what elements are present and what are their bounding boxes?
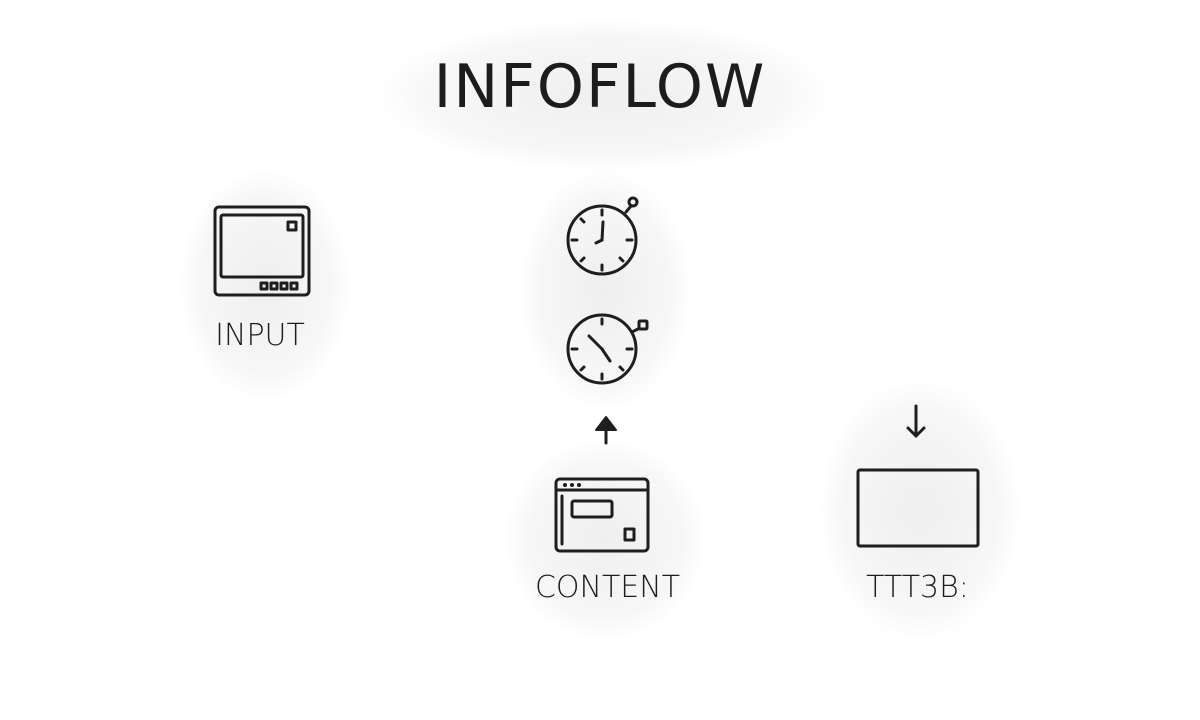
browser-window-icon: [553, 476, 651, 554]
content-halo: [505, 440, 705, 640]
output-halo: [820, 380, 1020, 640]
stopwatch-icon: [560, 305, 660, 395]
output-label: TTT3B:: [866, 570, 969, 605]
input-label: INPUT: [215, 318, 305, 353]
down-arrow-icon: [902, 402, 930, 440]
content-label: CONTENT: [534, 570, 681, 605]
stopwatch-icon: [560, 190, 650, 280]
timers-halo: [520, 170, 690, 410]
empty-box-icon: [855, 467, 981, 549]
up-arrow-icon: [593, 415, 619, 445]
title-halo: [380, 20, 830, 170]
monitor-icon: [212, 204, 312, 299]
diagram-title: INFOFLOW: [433, 52, 767, 122]
